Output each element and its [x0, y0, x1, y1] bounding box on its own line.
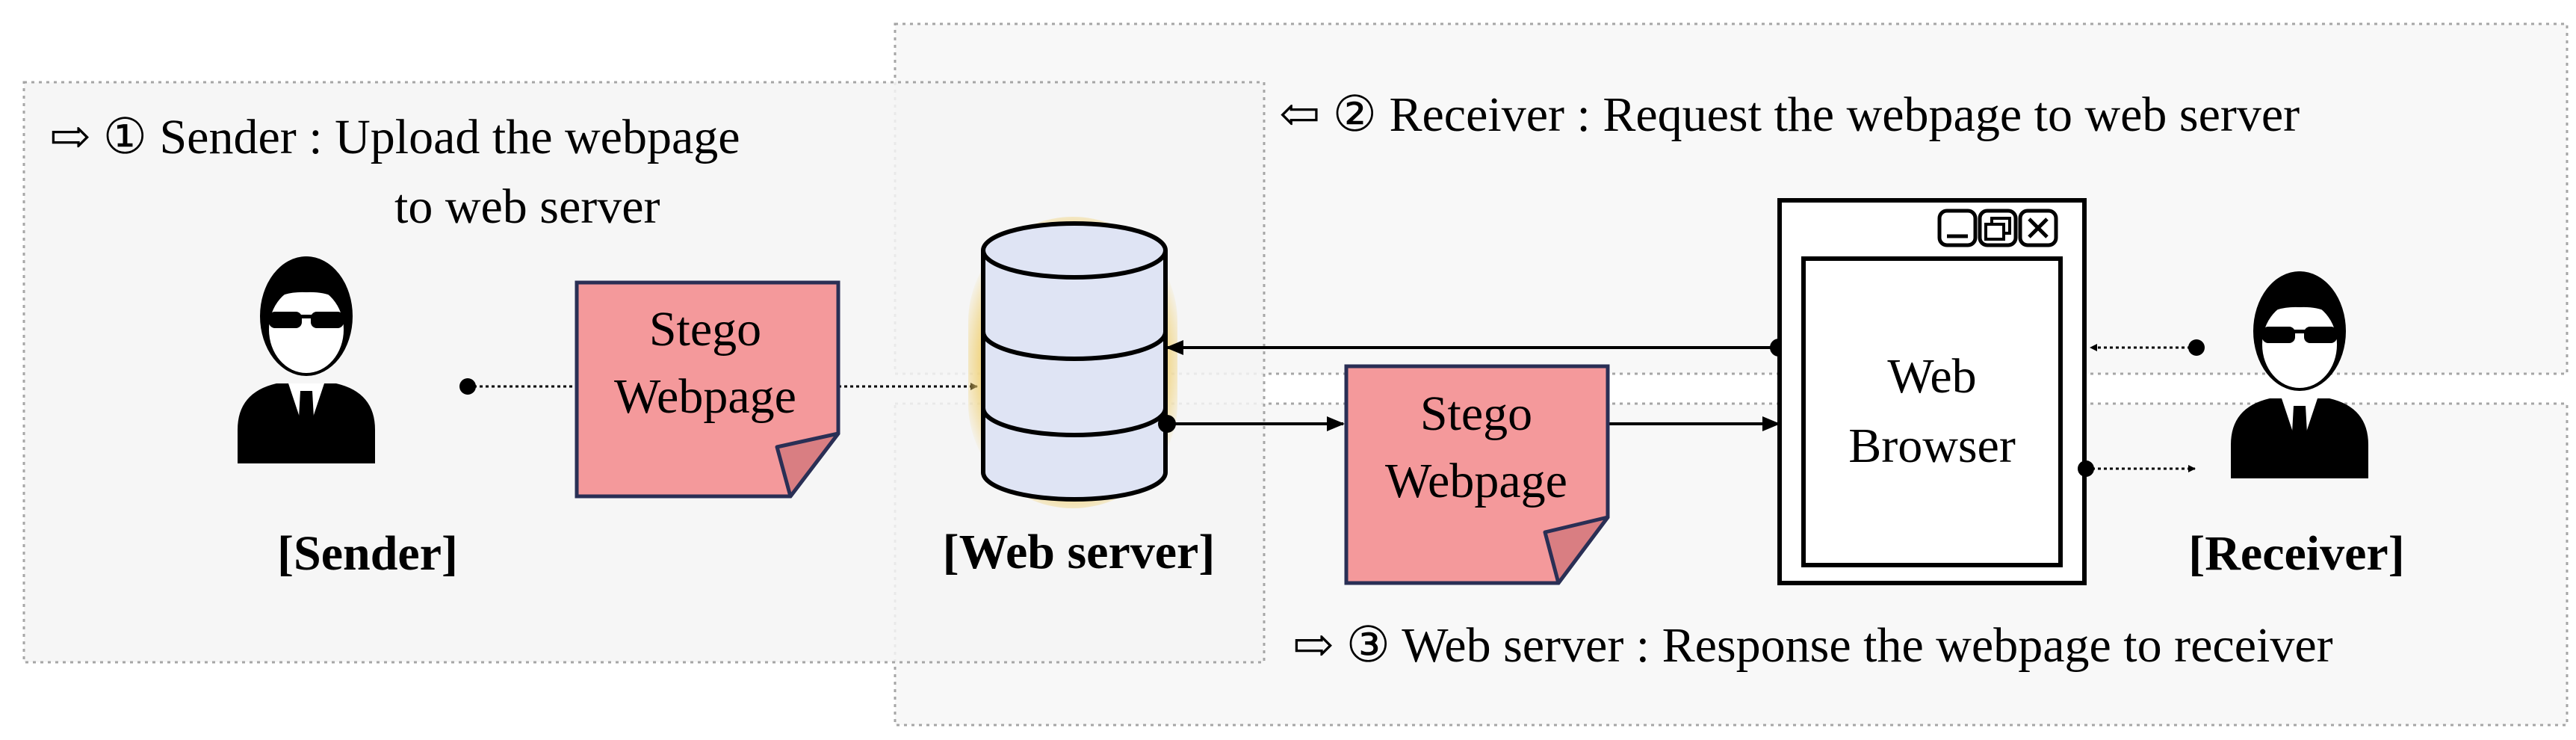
- stego-webpage-note-upload: Stego Webpage: [575, 280, 840, 499]
- web-browser-window-icon: Web Browser: [1777, 198, 2087, 585]
- sender-label: [Sender]: [277, 526, 458, 581]
- step2-caption: ⇦ ② Receiver : Request the webpage to we…: [1279, 87, 2300, 142]
- step3-caption: ⇨ ③ Web server : Response the webpage to…: [1292, 618, 2333, 673]
- browser-label-line1: Web: [1887, 349, 1976, 404]
- minimize-icon: [1937, 209, 1978, 247]
- stego-webpage-note-response: Stego Webpage: [1344, 364, 1610, 585]
- browser-label-line2: Browser: [1848, 419, 2016, 473]
- close-icon: [2018, 209, 2058, 247]
- step1-caption-line2: to web server: [394, 179, 660, 234]
- sender-person-icon: [238, 256, 375, 463]
- stego-note-response-line2: Webpage: [1385, 454, 1567, 508]
- step1-caption-line1: ⇨ ① Sender : Upload the webpage: [49, 110, 740, 164]
- stego-note-response-line1: Stego: [1420, 386, 1532, 441]
- stego-note-upload-line2: Webpage: [614, 369, 796, 424]
- maximize-icon: [1978, 209, 2018, 247]
- stego-note-upload-line1: Stego: [649, 302, 761, 357]
- receiver-person-icon: [2231, 271, 2368, 478]
- receiver-label: [Receiver]: [2188, 526, 2404, 581]
- web-server-label: [Web server]: [943, 525, 1216, 579]
- web-server-database-icon: [968, 217, 1177, 508]
